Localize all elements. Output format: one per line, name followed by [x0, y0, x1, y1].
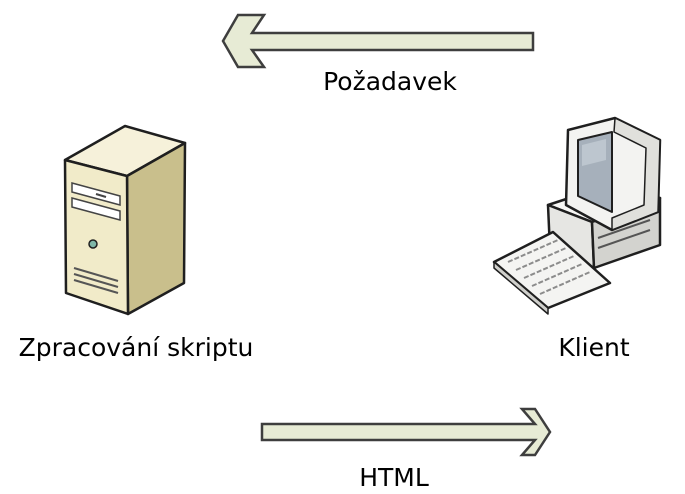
- response-arrow: [260, 407, 552, 457]
- request-arrow: [221, 13, 535, 69]
- arrow-right-icon: [260, 407, 552, 457]
- server-tower-icon: [63, 124, 187, 316]
- server-label: Zpracování skriptu: [19, 333, 254, 362]
- arrow-left-icon: [221, 13, 535, 69]
- request-label: Požadavek: [323, 67, 457, 96]
- desktop-computer-icon: [492, 116, 662, 315]
- response-label: HTML: [359, 463, 429, 492]
- client-label: Klient: [558, 333, 630, 362]
